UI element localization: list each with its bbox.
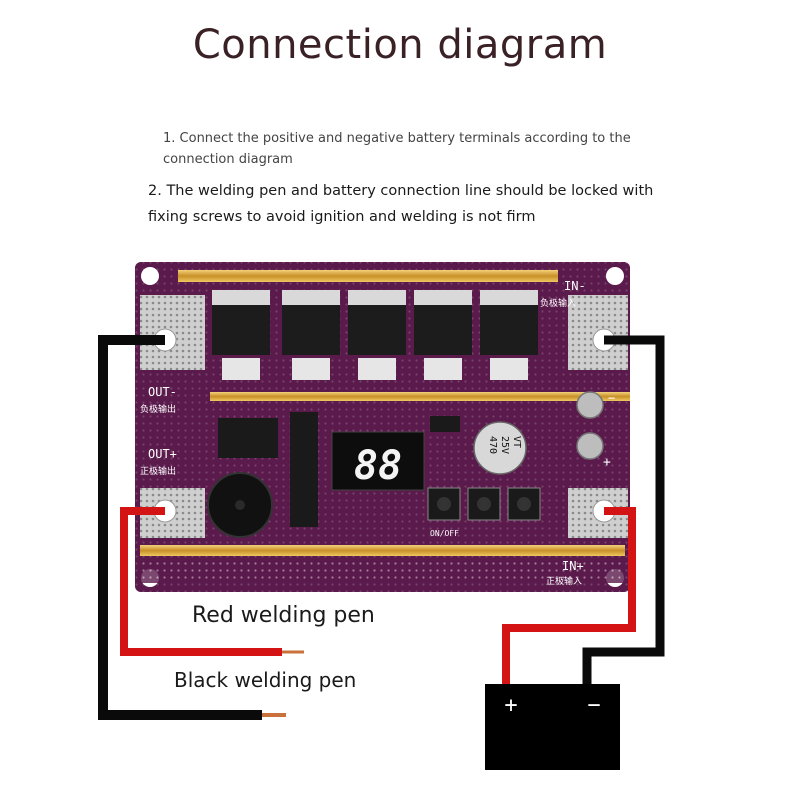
mount-hole (606, 267, 624, 285)
seven-segment-display: 88 (331, 431, 425, 491)
black-pen-wire (98, 335, 262, 720)
mosfet (212, 290, 270, 380)
mosfet (282, 290, 340, 380)
battery-body (485, 684, 620, 770)
copper-bar-top (178, 270, 558, 282)
mosfet (414, 290, 472, 380)
capacitor-text-1: 470 (487, 436, 498, 454)
label-out-pos-cn: 正极输出 (140, 465, 176, 477)
label-in-neg: IN- (564, 279, 586, 293)
battery-plus-label: + (504, 693, 517, 718)
battery-positive-wire (502, 507, 636, 690)
push-buttons (427, 487, 541, 521)
red-pen-wire (120, 507, 282, 656)
label-out-neg-cn: 负极输出 (140, 403, 176, 415)
page-title: Connection diagram (192, 22, 608, 68)
display-readout: 88 (354, 443, 402, 489)
stud-plus-label: + (603, 455, 611, 470)
mount-hole (141, 267, 159, 285)
inductor (218, 418, 278, 458)
capacitor-text-3: VT (511, 436, 522, 448)
stud-plus (576, 432, 604, 460)
instruction-note-1: 1. Connect the positive and negative bat… (163, 131, 631, 167)
mosfet-row (212, 290, 538, 380)
battery: + − (485, 684, 620, 770)
label-out-neg: OUT- (148, 385, 177, 399)
pcb-board: IN- 负极输入 OUT- 负极输出 OUT+ 正极输出 IN+ 正极输入 88… (135, 262, 630, 592)
chip (290, 412, 318, 527)
smd-chip (430, 416, 460, 432)
label-in-neg-cn: 负极输入 (540, 297, 576, 309)
label-in-pos-cn: 正极输入 (546, 575, 582, 587)
copper-bar-middle (210, 392, 630, 401)
battery-negative-wire (582, 335, 665, 690)
label-out-pos: OUT+ (148, 447, 177, 461)
black-pen-label: Black welding pen (174, 668, 356, 692)
copper-bar-bottom (140, 545, 625, 556)
mosfet (348, 290, 406, 380)
stud-minus-label: − (608, 391, 615, 405)
battery-minus-label: − (587, 693, 600, 718)
wires (98, 335, 665, 720)
red-pen-label: Red welding pen (192, 603, 375, 628)
capacitor-text-2: 25V (499, 436, 510, 454)
instruction-note-2: 2. The welding pen and battery connectio… (148, 183, 654, 225)
label-in-pos: IN+ (562, 559, 584, 573)
mosfet (480, 290, 538, 380)
capacitor: 470 25V VT (473, 421, 527, 475)
stud-minus (576, 391, 604, 419)
switch-label: ON/OFF (430, 529, 459, 538)
